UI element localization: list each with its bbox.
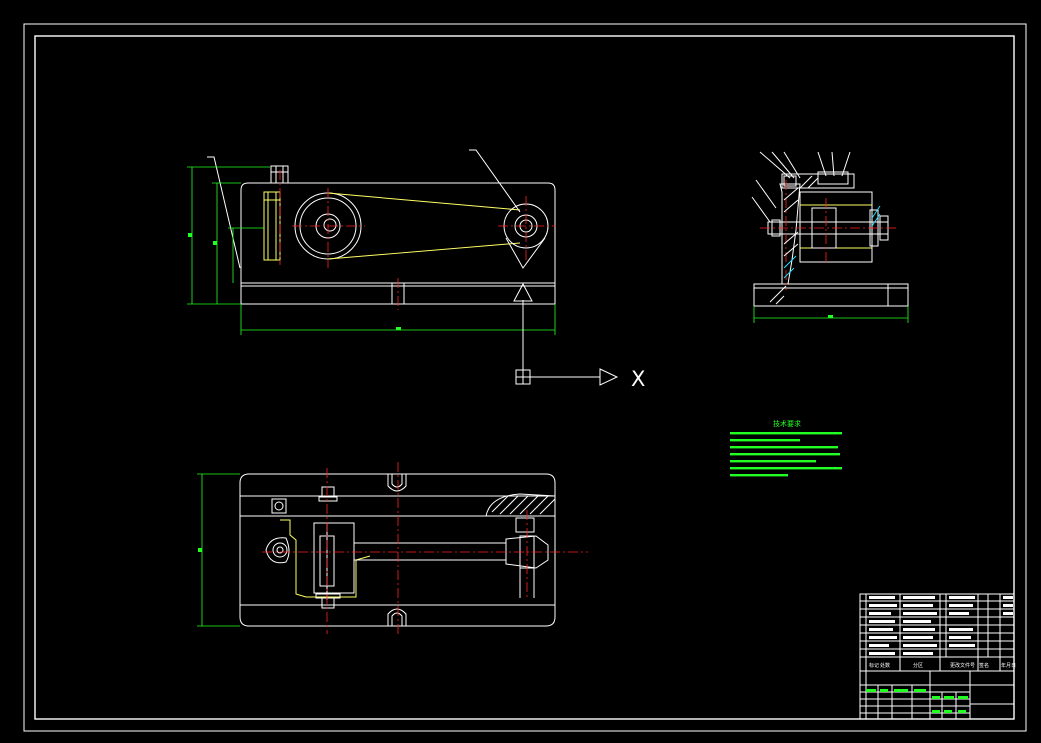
tech-requirements-lines	[730, 432, 842, 477]
front-view	[187, 149, 556, 335]
title-block-label: 处数	[880, 662, 890, 669]
title-block	[859, 593, 1015, 720]
ucs-x-label: X	[631, 367, 645, 391]
side-view	[751, 151, 909, 323]
tech-requirements-title: 技术要求	[773, 419, 801, 428]
ucs-icon	[513, 282, 619, 386]
top-view	[197, 462, 588, 634]
drawing-frame	[23, 23, 1027, 732]
title-block-label: 签名	[979, 662, 989, 669]
side-view-hatch	[769, 175, 881, 305]
title-block-labels: 标记 处数 分区 更改文件号 签名 年月日	[869, 662, 1016, 669]
title-block-label: 更改文件号	[950, 662, 975, 669]
title-block-label: 分区	[913, 662, 923, 669]
title-block-label: 标记	[869, 662, 879, 669]
top-view-hatch	[491, 495, 556, 515]
title-block-label: 年月日	[1001, 662, 1016, 669]
